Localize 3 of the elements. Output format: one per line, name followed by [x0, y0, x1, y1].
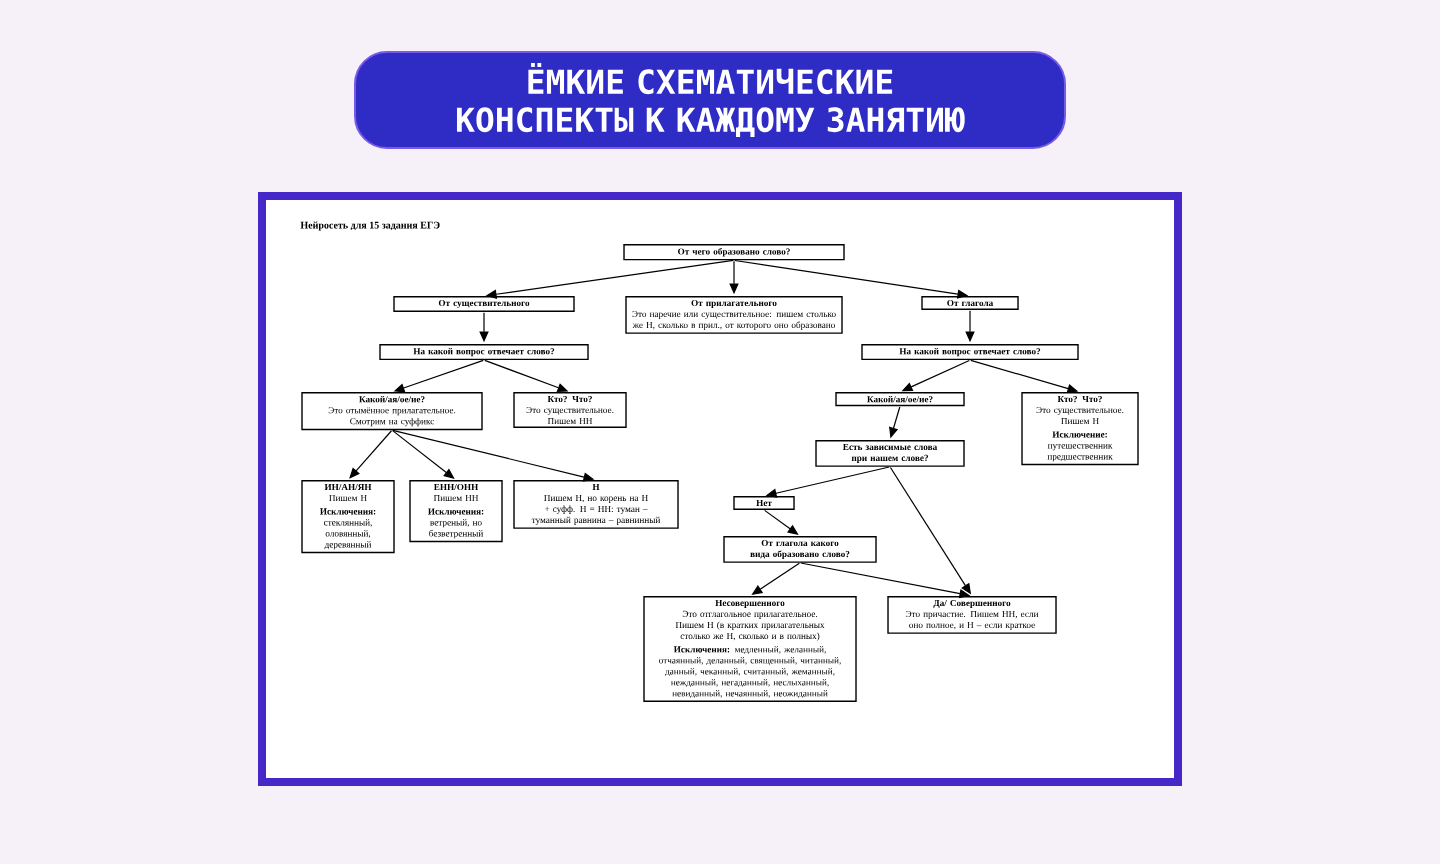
title-banner: ЁМКИЕ СХЕМАТИЧЕСКИЕ КОНСПЕКТЫ К КАЖДОМУ ЗАНЯТИЮ [354, 51, 1066, 149]
arrow [349, 430, 393, 479]
arrow [392, 430, 455, 479]
